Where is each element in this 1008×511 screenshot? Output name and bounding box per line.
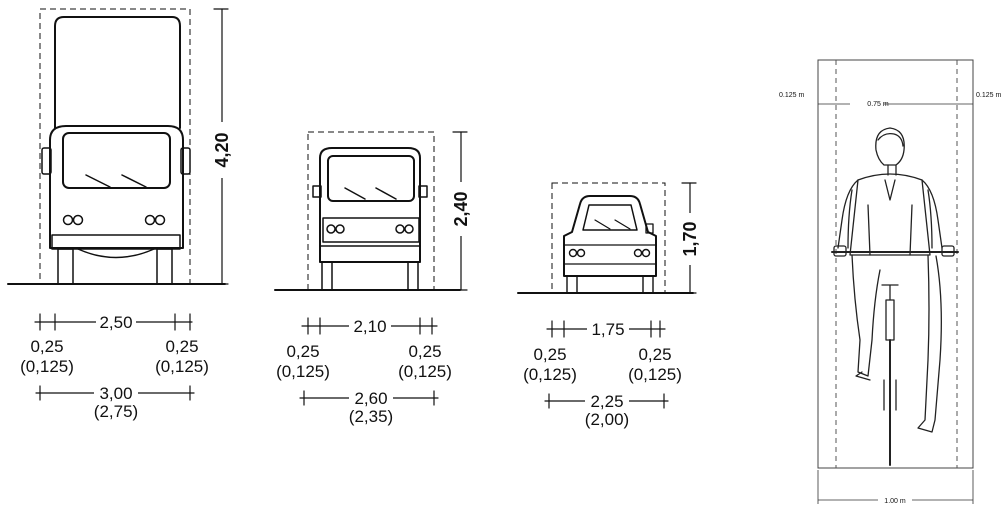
truck-total-alt-label: (2,75) <box>94 402 138 421</box>
truck-clearance-left-alt: (0,125) <box>20 357 74 376</box>
truck-total-label: 3,00 <box>99 384 132 403</box>
car-clearance-right: 0,25 <box>638 345 671 364</box>
car-clearance-left: 0,25 <box>533 345 566 364</box>
car-total-dimension: 2,25 (2,00) <box>544 391 669 429</box>
van-total-alt-label: (2,35) <box>349 407 393 426</box>
truck-total-dimension: 3,00 (2,75) <box>35 383 195 421</box>
van-clearance-right-alt: (0,125) <box>398 362 452 381</box>
car-total-alt-label: (2,00) <box>585 410 629 429</box>
van-clearance-right: 0,25 <box>408 342 441 361</box>
van-width-label: 2,10 <box>353 317 386 336</box>
cyclist-top-dimension: 0.125 m 0.75 m 0.125 m <box>779 92 1001 109</box>
truck-clearance-right-alt: (0,125) <box>155 357 209 376</box>
car-figure: 1,70 1,75 0,25 (0,125) 0,25 (0,125) 2,25… <box>517 182 702 429</box>
van-height-label: 2,40 <box>451 191 471 226</box>
cyclist-figure: 0.125 m 0.75 m 0.125 m 1.00 m <box>779 59 1001 505</box>
cyclist-total-dimension: 1.00 m <box>817 470 974 505</box>
truck-body <box>41 16 191 285</box>
truck-width-label: 2,50 <box>99 313 132 332</box>
car-width-dimension: 1,75 <box>546 319 666 339</box>
car-height-dimension: 1,70 <box>680 182 702 294</box>
cyclist-clearance-right: 0.125 m <box>976 92 1001 99</box>
cyclist-clearance-left: 0.125 m <box>779 92 804 99</box>
car-clearance-right-alt: (0,125) <box>628 365 682 384</box>
van-total-dimension: 2,60 (2,35) <box>299 388 439 426</box>
truck-figure: 4,20 2,50 0,25 (0,125) 0,25 (0,125) 3,00… <box>7 8 234 421</box>
truck-clearance-envelope <box>39 8 191 285</box>
cyclist-clearance-envelope <box>817 59 974 469</box>
truck-height-label: 4,20 <box>212 132 232 167</box>
cyclist-total-label: 1.00 m <box>884 498 906 505</box>
car-total-label: 2,25 <box>590 392 623 411</box>
van-height-dimension: 2,40 <box>451 131 473 291</box>
van-total-label: 2,60 <box>354 389 387 408</box>
car-clearance-envelope <box>551 182 666 294</box>
truck-clearance-left: 0,25 <box>30 337 63 356</box>
van-clearance-envelope <box>307 131 435 291</box>
truck-width-dimension: 2,50 <box>34 312 193 332</box>
van-clearance-left: 0,25 <box>286 342 319 361</box>
car-height-label: 1,70 <box>680 221 700 256</box>
van-body <box>312 147 428 291</box>
car-clearance-left-alt: (0,125) <box>523 365 577 384</box>
truck-clearance-right: 0,25 <box>165 337 198 356</box>
cyclist-width-label: 0.75 m <box>867 101 889 108</box>
car-body <box>563 195 657 294</box>
van-figure: 2,40 2,10 0,25 (0,125) 0,25 (0,125) 2,60… <box>274 131 473 426</box>
van-clearance-left-alt: (0,125) <box>276 362 330 381</box>
van-width-dimension: 2,10 <box>301 316 438 336</box>
cyclist-body <box>831 127 959 466</box>
car-width-label: 1,75 <box>591 320 624 339</box>
truck-height-dimension: 4,20 <box>212 8 234 285</box>
